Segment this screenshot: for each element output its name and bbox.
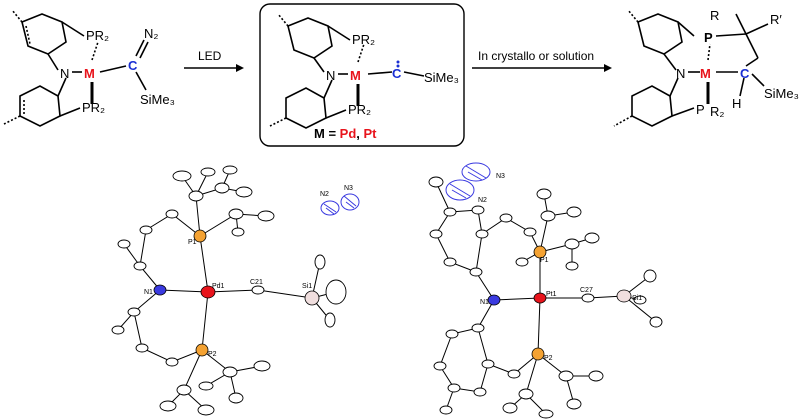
pd-label-si1: Si1 xyxy=(302,283,312,290)
pd-n1-atom xyxy=(153,284,167,296)
pd-label-n1: N1 xyxy=(144,289,153,296)
pt-label-n1: N1 xyxy=(480,299,489,306)
reactant-n: N xyxy=(60,66,69,81)
intermediate-p-bottom: PR₂ xyxy=(348,102,371,117)
intermediate-c: C xyxy=(392,66,402,81)
product-structure xyxy=(613,9,769,127)
pd-label-n3: N3 xyxy=(344,185,353,192)
product-c: C xyxy=(740,66,750,81)
arrow-crystallo xyxy=(472,64,612,72)
pd-label-n2: N2 xyxy=(320,191,329,198)
product-r2: R₂ xyxy=(710,104,724,119)
product-n: N xyxy=(676,66,685,81)
pd-metal-atom xyxy=(200,285,216,299)
pt-label-p2: P2 xyxy=(544,355,553,362)
carbene-dot-1 xyxy=(396,60,400,64)
product-p-bottom: P xyxy=(696,102,705,117)
reactant-sime3: SiMe₃ xyxy=(140,92,175,107)
pd-label-p2: P2 xyxy=(208,351,217,358)
pd-p2-atom xyxy=(195,343,209,357)
intermediate-n: N xyxy=(326,68,335,83)
pd-label-pd1: Pd1 xyxy=(212,283,225,290)
product-m: M xyxy=(700,66,711,81)
pd-label-c21: C21 xyxy=(250,279,263,286)
intermediate-m: M xyxy=(350,68,361,83)
product-sime3: SiMe₃ xyxy=(764,86,799,101)
arrow-crystallo-label: In crystallo or solution xyxy=(478,49,594,63)
arrow-led-label: LED xyxy=(198,49,222,63)
reactant-n2: N₂ xyxy=(144,26,158,41)
intermediate-sime3: SiMe₃ xyxy=(424,70,459,85)
pt-p1-atom xyxy=(533,245,547,259)
pt-label-c27: C27 xyxy=(580,287,593,294)
intermediate-box xyxy=(259,3,465,147)
product-h: H xyxy=(732,96,741,111)
intermediate-p-top: PR₂ xyxy=(352,32,375,47)
arrow-led xyxy=(184,64,244,72)
pt-p2-atom xyxy=(531,347,545,361)
pt-label-p1: P1 xyxy=(540,257,549,264)
reactant-p-bottom: PR₂ xyxy=(82,100,105,115)
pd-n2-molecule xyxy=(320,193,360,216)
pd-si-atom xyxy=(304,290,320,306)
product-rprime: R′ xyxy=(770,12,782,27)
legend: M = Pd, Pt xyxy=(314,126,377,141)
pt-n2-molecule xyxy=(445,162,491,201)
reactant-p-top: PR₂ xyxy=(86,28,109,43)
pt-label-pt1: Pt1 xyxy=(546,291,557,298)
reactant-c: C xyxy=(128,58,138,73)
carbene-dot-2 xyxy=(396,64,400,68)
pd-label-p1: P1 xyxy=(188,239,197,246)
pt-label-n3: N3 xyxy=(496,173,505,180)
pt-label-n2: N2 xyxy=(478,197,487,204)
crystal-structure-pt: N3 N2 P1 N1 Pt1 C27 Si1 P2 xyxy=(428,162,663,419)
crystal-structure-pd: N2 N3 P1 N1 Pd1 C21 Si1 P2 xyxy=(111,165,360,416)
intermediate-structure xyxy=(269,13,425,129)
pt-n1-atom xyxy=(487,294,501,306)
pt-metal-atom xyxy=(533,292,547,304)
product-r: R xyxy=(710,8,719,23)
product-p-top: P xyxy=(704,30,713,45)
pt-si-atom xyxy=(616,289,632,303)
pd-p1-atom xyxy=(193,229,207,243)
reactant-structure xyxy=(3,9,149,127)
reactant-m: M xyxy=(84,66,95,81)
pt-label-si1: Si1 xyxy=(632,295,642,302)
